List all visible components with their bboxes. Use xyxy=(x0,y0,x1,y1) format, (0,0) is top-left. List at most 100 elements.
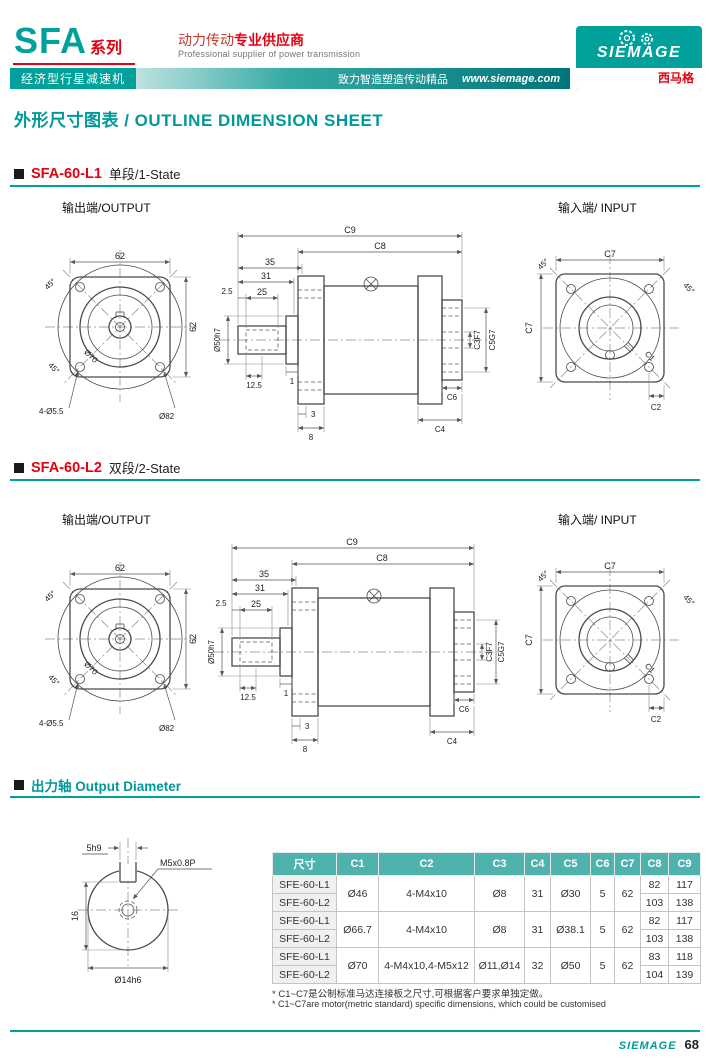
section1-rule xyxy=(10,185,700,187)
dim-12-5: 12.5 xyxy=(246,381,262,390)
output-label-s2: 输出端/OUTPUT xyxy=(62,513,151,527)
dim-45-top: 45° xyxy=(43,277,58,292)
table-row: SFE-60-L1 Ø46 4-M4x10 Ø8 31 Ø30 5 62 82 … xyxy=(272,875,701,912)
dim-35: 35 xyxy=(259,569,269,579)
header-tagline: 致力智造塑造传动精品 xyxy=(337,73,448,86)
dim-c3f7: C3F7 xyxy=(485,642,494,662)
dim-c8: C8 xyxy=(374,241,386,251)
table-cell: 117 xyxy=(668,875,701,894)
table-header-cell: C3 xyxy=(474,852,525,876)
dim-31: 31 xyxy=(261,271,271,281)
slogan-bold: 专业供应商 xyxy=(234,32,304,48)
table-header-cell: C2 xyxy=(378,852,475,876)
dim-35: 35 xyxy=(265,257,275,267)
table-cell: Ø8 xyxy=(474,911,525,948)
table-header-cell: C6 xyxy=(590,852,615,876)
header-band: 经济型行星减速机 致力智造塑造传动精品 www.siemage.com xyxy=(10,68,570,89)
dim-c8: C8 xyxy=(376,553,388,563)
section2-model: SFA-60-L2 xyxy=(31,459,102,476)
table-cell: 31 xyxy=(524,875,551,912)
table-cell: SFE-60-L2 xyxy=(272,929,337,948)
dim-c7-left: C7 xyxy=(524,322,534,334)
table-cell: 138 xyxy=(668,929,701,948)
dim-45-b: 45° xyxy=(681,593,696,608)
dim-c1: C1 xyxy=(643,349,657,363)
table-cell: 83 xyxy=(640,947,669,966)
table-cell: Ø8 xyxy=(474,875,525,912)
dim-c4: C4 xyxy=(447,737,458,746)
table-cell: 62 xyxy=(614,911,641,948)
table-header-cell: C8 xyxy=(640,852,669,876)
table-header-cell: 尺寸 xyxy=(272,852,337,876)
dim-c5g7: C5G7 xyxy=(488,329,497,350)
page-footer: SIEMAGE 68 xyxy=(619,1037,699,1052)
side-view-s2: C9 C8 35 31 2.5 25 12.5 1 3 8 Ø50h7 C3F7… xyxy=(207,537,506,754)
section1-model: SFA-60-L1 xyxy=(31,165,102,182)
dim-25: 25 xyxy=(257,287,267,297)
dim-8: 8 xyxy=(303,745,308,754)
brand-underline xyxy=(13,63,135,65)
section-bullet-icon xyxy=(14,780,24,790)
dim-c3f7: C3F7 xyxy=(473,330,482,350)
table-row: SFE-60-L2 103 138 xyxy=(272,893,701,912)
section3-title: 出力轴 Output Diameter xyxy=(31,779,182,794)
dim-c4: C4 xyxy=(435,425,446,434)
side-view-s1: C9 C8 35 31 2.5 25 12.5 1 3 8 Ø50h7 C3F7… xyxy=(213,225,497,442)
dim-c7-top: C7 xyxy=(604,561,616,571)
output-flange-view-s2: 62 62 45° 45° Ø70 4-Ø5.5 Ø82 xyxy=(39,562,198,733)
dim-c9: C9 xyxy=(346,537,358,547)
dim-2-5: 2.5 xyxy=(221,287,233,296)
output-shaft-drawing: 5h9 M5x0.8P 16 Ø14h6 xyxy=(70,838,212,985)
table-cell: Ø38.1 xyxy=(550,911,591,948)
table-cell: 5 xyxy=(590,875,615,912)
table-cell: Ø46 xyxy=(336,875,379,912)
table-header-cell: C7 xyxy=(614,852,641,876)
table-cell: SFE-60-L2 xyxy=(272,893,337,912)
brand-suffix: 系列 xyxy=(90,40,123,57)
dim-31: 31 xyxy=(255,583,265,593)
product-banner: 经济型行星减速机 xyxy=(10,68,136,89)
table-cell: 117 xyxy=(668,911,701,930)
table-cell: 32 xyxy=(524,947,551,984)
table-row: SFE-60-L2 103 138 xyxy=(272,929,701,948)
table-cell: SFE-60-L1 xyxy=(272,875,337,894)
section3-header: 出力轴 Output Diameter xyxy=(14,775,181,795)
dim-c7-top: C7 xyxy=(604,249,616,259)
dim-c6: C6 xyxy=(459,705,470,714)
table-cell: 5 xyxy=(590,911,615,948)
table-cell: 4-M4x10 xyxy=(378,875,475,912)
dim-45-bottom: 45° xyxy=(46,673,61,688)
input-flange-view-s1: C7 C7 45° 45° C1 C2 xyxy=(524,249,696,412)
input-label-s1: 输入端/ INPUT xyxy=(558,201,637,215)
dim-45-a: 45° xyxy=(536,257,551,272)
dim-45-b: 45° xyxy=(681,281,696,296)
note-cn: * C1~C7是公制标准马达连接板之尺寸,可根据客户要求单独定做。 xyxy=(272,989,549,1000)
table-cell: Ø66.7 xyxy=(336,911,379,948)
table-cell: 82 xyxy=(640,875,669,894)
table-cell: 82 xyxy=(640,911,669,930)
header-slogan-en: Professional supplier of power transmiss… xyxy=(178,49,361,59)
dim-3: 3 xyxy=(311,410,316,419)
input-label-s2: 输入端/ INPUT xyxy=(558,513,637,527)
dim-d82: Ø82 xyxy=(159,724,175,733)
dim-d14: Ø14h6 xyxy=(114,975,141,985)
dim-45-bottom: 45° xyxy=(46,361,61,376)
table-cell: Ø11,Ø14 xyxy=(474,947,525,984)
table-cell: SFE-60-L1 xyxy=(272,911,337,930)
table-cell: 62 xyxy=(614,947,641,984)
dim-c2: C2 xyxy=(651,715,662,724)
table-header-row: 尺寸 C1 C2 C3 C4 C5 C6 C7 C8 C9 xyxy=(272,852,701,876)
page-title: 外形尺寸图表 / OUTLINE DIMENSION SHEET xyxy=(14,111,384,130)
table-row: SFE-60-L1 Ø70 4-M4x10,4-M5x12 Ø11,Ø14 32… xyxy=(272,947,701,984)
logo-text: SIEMAGE xyxy=(596,44,682,61)
dim-62-top: 62 xyxy=(115,563,125,573)
table-cell: 118 xyxy=(668,947,701,966)
table-cell: 139 xyxy=(668,965,701,984)
dim-holes: 4-Ø5.5 xyxy=(39,407,64,416)
dim-2-5: 2.5 xyxy=(215,599,227,608)
dim-thread: M5x0.8P xyxy=(160,858,196,868)
page-number: 68 xyxy=(684,1037,699,1052)
table-cell: 103 xyxy=(640,893,669,912)
dim-c2: C2 xyxy=(651,403,662,412)
